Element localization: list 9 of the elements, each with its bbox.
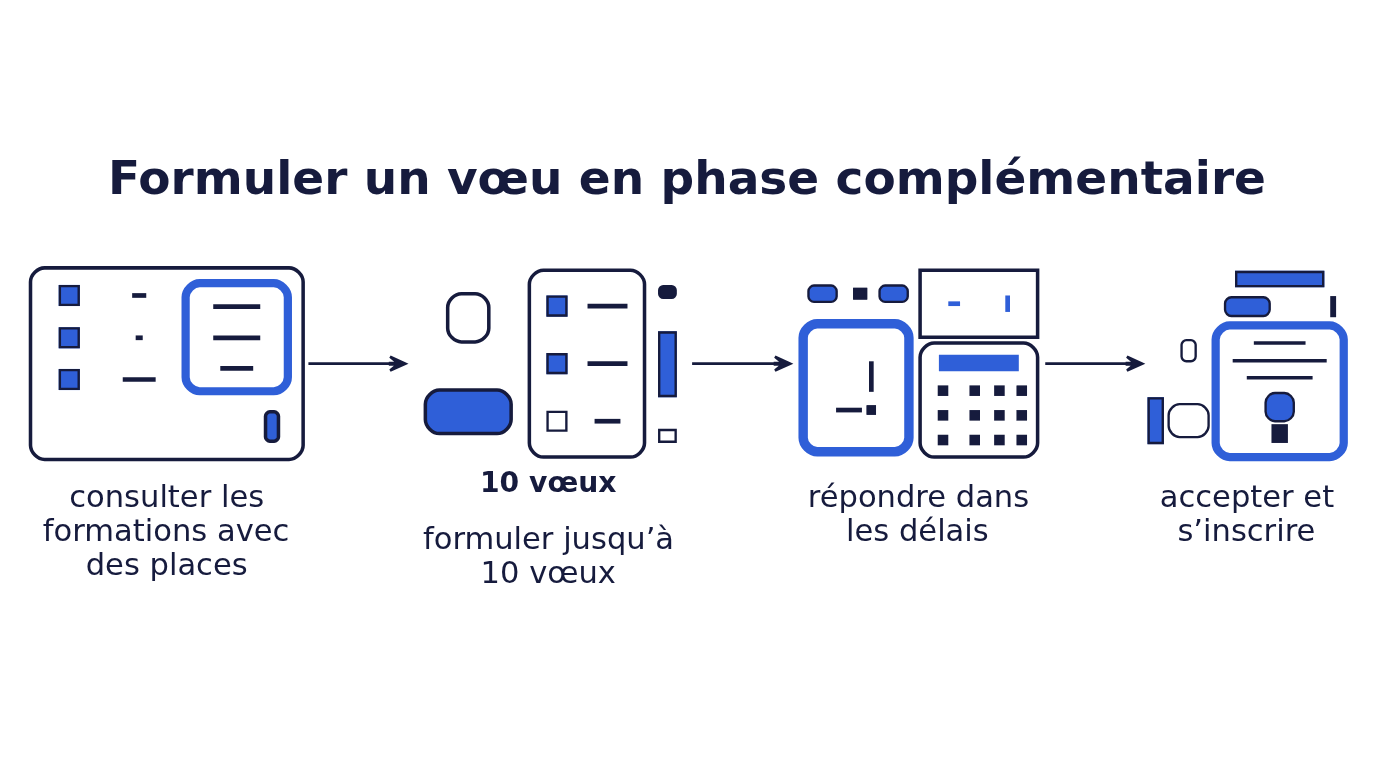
arrow: [692, 354, 792, 372]
arrow: [308, 354, 407, 372]
node-label: formuler jusqu’à 10 vœux: [423, 520, 675, 590]
node-label: répondre dans les délais: [807, 478, 1030, 548]
arrow: [1045, 354, 1144, 372]
node-label: consulter les formations avec des places: [42, 478, 290, 582]
node-label: 10 vœux: [480, 465, 617, 499]
node-label: accepter et s’inscrire: [1159, 478, 1335, 548]
diagram-title: Formuler un vœu en phase complémentaire: [108, 149, 1267, 205]
